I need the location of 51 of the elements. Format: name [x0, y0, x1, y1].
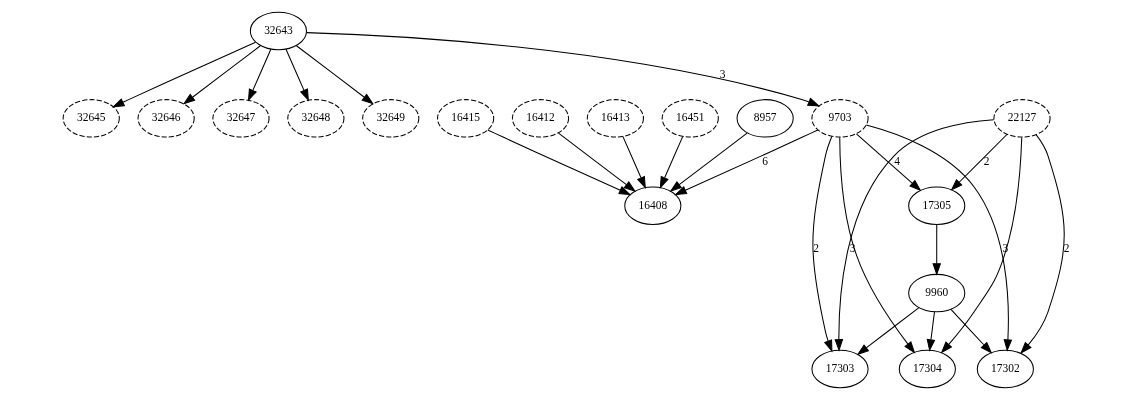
- arrow: [182, 45, 261, 105]
- node-ellipse: 22127: [992, 99, 1051, 138]
- arrow: [834, 119, 994, 352]
- arrow: [931, 224, 941, 276]
- node-ellipse: 32649: [361, 99, 419, 138]
- node-ellipse: 16408: [623, 186, 681, 225]
- arrow: [856, 307, 919, 356]
- arrow: [557, 132, 636, 192]
- node-ellipse: 16451: [661, 99, 719, 138]
- node-ellipse: 32648: [286, 99, 344, 138]
- node-ellipse: 17305: [907, 186, 965, 225]
- arrow: [865, 124, 1012, 352]
- node-ellipse: 32643: [249, 11, 307, 51]
- edge-label: 3: [1002, 242, 1008, 255]
- arrow: [673, 129, 818, 196]
- arrow: [940, 137, 1022, 354]
- edge-label: 6: [761, 154, 768, 167]
- arrow: [926, 311, 935, 352]
- arrow: [838, 136, 915, 354]
- node-ellipse: 17303: [810, 349, 869, 389]
- node-ellipse: 17304: [898, 349, 956, 389]
- arrow: [1019, 134, 1065, 355]
- edge-label: 2: [812, 242, 819, 255]
- arrow: [950, 133, 1008, 191]
- arrow: [669, 132, 748, 192]
- edge-label: 3: [719, 67, 725, 80]
- node-ellipse: 9703: [810, 99, 869, 138]
- arrow: [111, 41, 256, 108]
- edge-label: 2: [1063, 242, 1070, 255]
- node-ellipse: 32645: [62, 99, 120, 138]
- arrow: [285, 48, 309, 102]
- node-ellipse: 8957: [736, 99, 794, 138]
- node-ellipse: 32647: [211, 99, 270, 138]
- arrow: [855, 133, 921, 192]
- edge-label: 4: [893, 154, 900, 167]
- arrow: [949, 308, 992, 354]
- node-ellipse: 32646: [137, 99, 195, 138]
- node-ellipse: 9960: [907, 273, 965, 313]
- arrow: [247, 48, 271, 102]
- node-ellipse: 17302: [976, 349, 1034, 389]
- arrow: [305, 32, 820, 107]
- arrow: [659, 136, 683, 189]
- arrow: [811, 135, 832, 353]
- arrow: [486, 129, 631, 196]
- edge-label: 2: [983, 154, 989, 167]
- arrow: [295, 45, 374, 105]
- arrow: [621, 136, 646, 189]
- node-ellipse: 16412: [511, 99, 569, 138]
- node-ellipse: 16415: [436, 99, 494, 138]
- node-ellipse: 16413: [586, 99, 644, 138]
- edge-label: 3: [849, 242, 855, 255]
